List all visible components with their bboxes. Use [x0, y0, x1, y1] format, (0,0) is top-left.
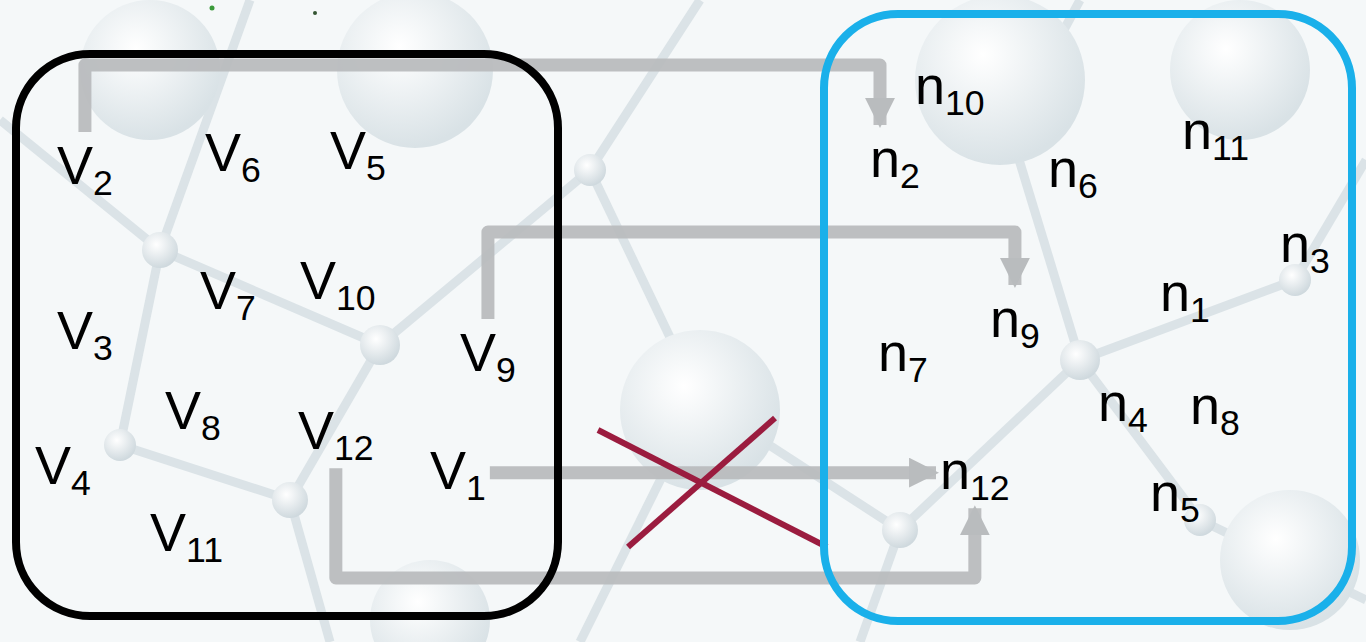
variable-label: V3	[53, 297, 117, 368]
variable-label: V8	[161, 377, 225, 448]
variable-set: V2 V6 V5V7 V10V3 V9V8 V12V4 V1V11	[12, 50, 562, 620]
symbol-label: V9	[460, 325, 516, 388]
symbol-label: V7	[200, 263, 256, 326]
variable-label: V2	[53, 132, 117, 203]
node-set: n10 n11 n2 n6 n3 n1 n9 n7 n4 n8 n12 n5	[820, 10, 1356, 625]
variable-label: n10	[911, 52, 989, 123]
symbol-label: n1	[1160, 265, 1210, 328]
symbol-label: n3	[1280, 216, 1330, 279]
symbol-label: n5	[1150, 465, 1200, 528]
variable-label: V11	[146, 499, 227, 570]
symbol-label: V6	[205, 125, 261, 188]
symbol-label: n12	[940, 443, 1010, 506]
variable-label: V6	[201, 119, 265, 190]
symbol-label: n9	[990, 291, 1040, 354]
variable-label: n9	[986, 285, 1044, 356]
symbol-label: V3	[57, 303, 113, 366]
symbol-label: V1	[430, 443, 486, 506]
variable-label: n8	[1186, 372, 1244, 443]
variable-label: n6	[1044, 135, 1102, 206]
variable-label: n5	[1146, 459, 1204, 530]
variable-label: n4	[1094, 369, 1152, 440]
symbol-label: n7	[878, 325, 928, 388]
symbol-label: n10	[915, 58, 985, 121]
variable-label: n7	[874, 319, 932, 390]
symbol-label: n2	[870, 131, 920, 194]
variable-label: n12	[936, 437, 1014, 508]
variable-label: n3	[1276, 210, 1334, 281]
symbol-label: n11	[1182, 103, 1249, 166]
symbol-label: V2	[57, 138, 113, 201]
symbol-label: V11	[150, 505, 223, 568]
variable-label: V5	[326, 117, 390, 188]
symbol-label: n4	[1098, 375, 1148, 438]
mapping-arrow	[85, 65, 880, 132]
cross-stroke	[598, 430, 827, 547]
cross-mark	[598, 418, 827, 547]
speck-dot	[313, 11, 317, 15]
variable-label: V9	[456, 319, 520, 390]
symbol-label: V5	[330, 123, 386, 186]
symbol-label: V4	[35, 438, 91, 501]
variable-label: V10	[296, 247, 380, 318]
variable-label: V1	[426, 437, 490, 508]
variable-label: V7	[196, 257, 260, 328]
variable-label: n1	[1156, 259, 1214, 330]
variable-label: V12	[294, 397, 378, 468]
variable-label: V4	[31, 432, 95, 503]
cross-stroke	[628, 418, 775, 547]
atom-spheres	[80, 0, 1360, 642]
speck-dot	[210, 6, 215, 11]
mapping-arrow	[488, 232, 1015, 319]
symbol-label: n6	[1048, 141, 1098, 204]
variable-label: n2	[866, 125, 924, 196]
variable-label: n11	[1178, 97, 1253, 168]
symbol-label: n8	[1190, 378, 1240, 441]
symbol-label: V10	[300, 253, 376, 316]
symbol-label: V12	[298, 403, 374, 466]
symbol-label: V8	[165, 383, 221, 446]
